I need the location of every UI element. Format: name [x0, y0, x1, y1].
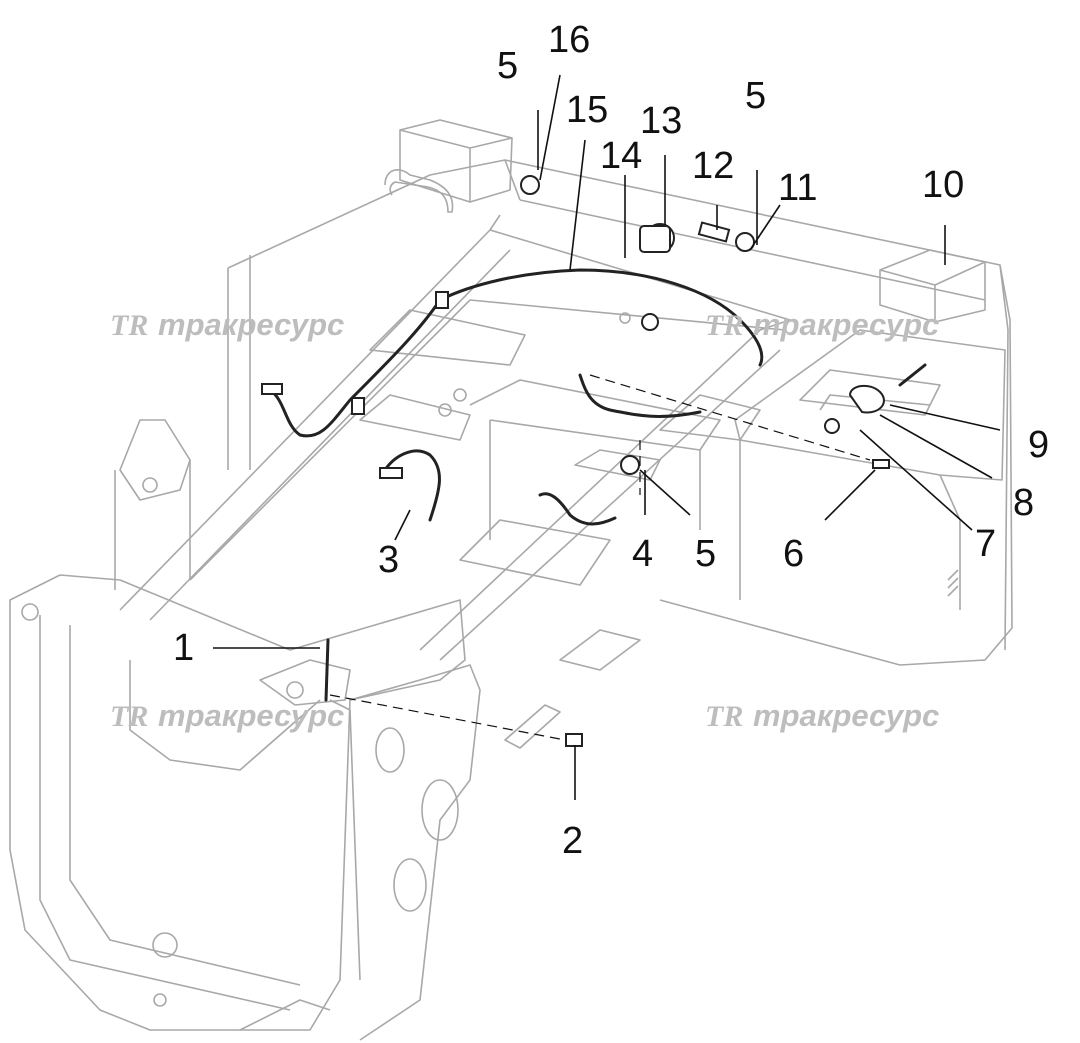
callout-8: 8 [1013, 482, 1034, 524]
callout-11: 11 [778, 167, 817, 209]
connectors-and-clamps [261, 175, 890, 747]
watermark-text: тракресурс [158, 698, 344, 733]
watermark-logo: TR [705, 700, 743, 733]
axis-dash-lines [329, 374, 871, 741]
callout-13: 13 [640, 100, 682, 142]
callout-15: 15 [566, 89, 608, 131]
watermark-text: тракресурс [753, 307, 939, 342]
callout-9: 9 [1028, 424, 1049, 466]
watermark-4: TR тракресурс [705, 698, 939, 733]
callout-labels: 1 2 3 4 5 5 5 6 7 8 9 10 11 12 13 14 15 … [173, 19, 1049, 862]
wiring-harness [268, 268, 927, 702]
watermark-2: TR тракресурс [705, 307, 939, 342]
callout-1: 1 [173, 627, 194, 669]
watermark-logo: TR [110, 700, 148, 733]
watermark-3: TR тракресурс [110, 698, 344, 733]
watermark-text: тракресурс [158, 307, 344, 342]
watermark-logo: TR [705, 309, 743, 342]
callout-16: 16 [548, 19, 590, 61]
callout-12: 12 [692, 145, 734, 187]
callout-14: 14 [600, 135, 642, 177]
callout-2: 2 [562, 820, 583, 862]
machine-frame-outline [9, 119, 1013, 1041]
watermark-1: TR тракресурс [110, 307, 344, 342]
callout-5-top-right: 5 [745, 75, 766, 117]
watermark-text: тракресурс [753, 698, 939, 733]
callout-4: 4 [632, 533, 653, 575]
callout-6: 6 [783, 533, 804, 575]
callout-7: 7 [975, 523, 996, 565]
watermark-logo: TR [110, 309, 148, 342]
callout-10: 10 [922, 164, 964, 206]
callout-5-center: 5 [695, 533, 716, 575]
leader-lines [213, 74, 1001, 800]
callout-5-top-left: 5 [497, 45, 518, 87]
callout-3: 3 [378, 539, 399, 581]
